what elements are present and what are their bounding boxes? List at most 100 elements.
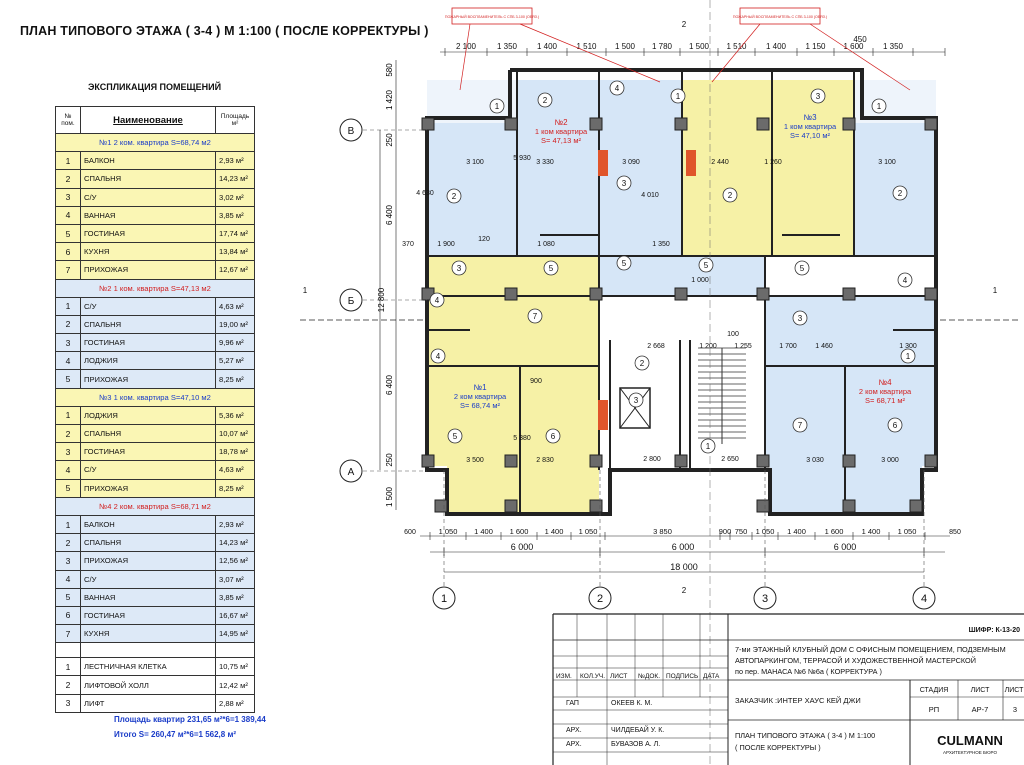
outer-wall bbox=[425, 68, 938, 516]
red-wall bbox=[598, 400, 608, 430]
room-area: 10,75 м² bbox=[215, 657, 255, 677]
room-number: 1 bbox=[55, 405, 81, 426]
room-area: 4,63 м² bbox=[215, 296, 255, 316]
room-number-circle bbox=[451, 260, 467, 276]
room-area: 5,27 м² bbox=[215, 351, 255, 371]
room-number-circle bbox=[616, 175, 632, 191]
total-overall: Итого S= 260,47 м²*6=1 562,8 м² bbox=[114, 730, 237, 739]
interior-dim: 3 100 bbox=[466, 159, 484, 166]
room-number-circle bbox=[527, 308, 543, 324]
room-number-circle bbox=[897, 272, 913, 288]
room-number-circle bbox=[446, 188, 462, 204]
dim-text-left: 250 bbox=[385, 453, 394, 467]
room-area: 5,36 м² bbox=[215, 405, 255, 426]
room-name: СПАЛЬНЯ bbox=[80, 314, 216, 335]
column bbox=[504, 117, 518, 131]
apartment-number: №1 bbox=[473, 383, 487, 392]
room-area: 3,85 м² bbox=[215, 587, 255, 607]
dim-text-left: 250 bbox=[385, 133, 394, 147]
room-fill bbox=[854, 123, 936, 256]
room-number-label: 3 bbox=[798, 314, 803, 323]
dim-text-top: 1 780 bbox=[652, 42, 673, 51]
room-number: 4 bbox=[55, 351, 81, 371]
axis-circle bbox=[339, 118, 363, 142]
room-area: 2,93 м² bbox=[215, 514, 255, 535]
room-number-circle bbox=[792, 417, 808, 433]
room-number: 5 bbox=[55, 369, 81, 389]
room-name: С/У bbox=[80, 569, 216, 589]
gap-cell bbox=[80, 642, 216, 658]
room-number: 2 bbox=[55, 423, 81, 444]
dim-text-850: 850 bbox=[949, 529, 961, 536]
interior-dim: 1 260 bbox=[764, 159, 782, 166]
room-name: С/У bbox=[80, 296, 216, 316]
apartment-header-row: №2 1 ком. квартира S=47,13 м2 bbox=[55, 278, 255, 298]
column bbox=[589, 287, 603, 301]
dim-text-left: 1 500 bbox=[385, 486, 394, 507]
room-fill bbox=[772, 80, 854, 256]
tb-project: 7-ми ЭТАЖНЫЙ КЛУБНЫЙ ДОМ С ОФИСНЫМ ПОМЕЩ… bbox=[735, 645, 1006, 654]
gap-cell bbox=[215, 642, 255, 658]
room-name: ВАННАЯ bbox=[80, 205, 216, 225]
axis-circle bbox=[753, 586, 777, 610]
room-number-circle bbox=[429, 292, 445, 308]
interior-dim: 3 030 bbox=[806, 457, 824, 464]
apartment-number: №3 bbox=[803, 113, 817, 122]
interior-dim: 4 630 bbox=[416, 190, 434, 197]
room-area: 14,95 м² bbox=[215, 624, 255, 644]
room-number-circle bbox=[543, 260, 559, 276]
room-fill bbox=[770, 466, 922, 514]
elevator-cross bbox=[619, 387, 651, 429]
elevator bbox=[619, 387, 651, 429]
red-wall bbox=[598, 150, 608, 176]
room-number: 7 bbox=[55, 260, 81, 280]
room-area: 12,42 м² bbox=[215, 675, 255, 695]
room-area: 8,25 м² bbox=[215, 478, 255, 498]
tb-customer: ЗАКАЗЧИК :ИНТЕР ХАУС КЕЙ ДЖИ bbox=[735, 696, 861, 705]
dim-text-top: 1 510 bbox=[726, 42, 747, 51]
room-name: СПАЛЬНЯ bbox=[80, 423, 216, 444]
room-number: 3 bbox=[55, 442, 81, 462]
interior-dim: 1 700 bbox=[779, 343, 797, 350]
tb-col-header: КОЛ.УЧ. bbox=[580, 673, 605, 680]
room-name: ЛИФТОВОЙ ХОЛЛ bbox=[80, 675, 216, 695]
room-number-label: 6 bbox=[551, 432, 556, 441]
bay-dim: 6 000 bbox=[511, 542, 534, 552]
tb-col-header: №ДОК. bbox=[638, 673, 660, 680]
dim-text-bottom: 1 600 bbox=[825, 527, 844, 536]
interior-dim: 2 668 bbox=[647, 343, 665, 350]
apartment-type: 1 ком квартира bbox=[784, 122, 837, 131]
dim-text-top: 2 100 bbox=[456, 42, 477, 51]
room-number-label: 3 bbox=[622, 179, 627, 188]
col-area-header: Площадь м² bbox=[215, 106, 255, 134]
column bbox=[842, 499, 856, 513]
apartment-header-row: №4 2 ком. квартира S=68,71 м2 bbox=[55, 496, 255, 516]
interior-dim: 1 080 bbox=[537, 241, 555, 248]
table-gap bbox=[55, 642, 255, 658]
interior-dim: 2 830 bbox=[536, 457, 554, 464]
apartment-area: S= 47,13 м² bbox=[541, 136, 581, 145]
dim-text-left: 580 bbox=[385, 63, 394, 77]
room-name: ГОСТИНАЯ bbox=[80, 442, 216, 462]
room-number-label: 3 bbox=[816, 92, 821, 101]
interior-dim: 1 300 bbox=[899, 343, 917, 350]
room-name: КУХНЯ bbox=[80, 624, 216, 644]
room-number-label: 1 bbox=[906, 352, 911, 361]
room-fill bbox=[765, 296, 936, 466]
column bbox=[421, 117, 435, 131]
room-number-circle bbox=[545, 428, 561, 444]
interior-dim: 1 000 bbox=[691, 277, 709, 284]
dim-text-top: 1 400 bbox=[537, 42, 558, 51]
interior-dim: 2 650 bbox=[721, 456, 739, 463]
room-name: С/У bbox=[80, 460, 216, 480]
room-name: ЛОДЖИЯ bbox=[80, 405, 216, 426]
room-number-circle bbox=[810, 88, 826, 104]
dim-text-bottom: 3 850 bbox=[653, 527, 672, 536]
